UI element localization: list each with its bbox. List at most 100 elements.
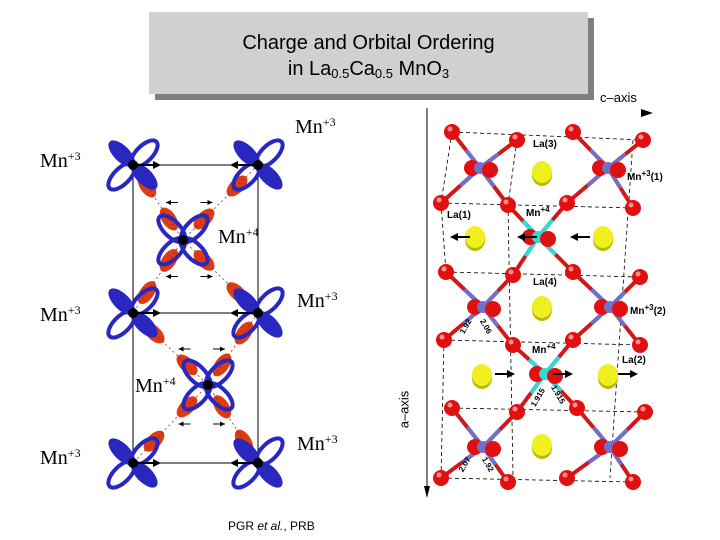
la-atom bbox=[465, 226, 485, 248]
d-orbital-lobe bbox=[233, 438, 260, 465]
apical-oxygen bbox=[547, 368, 563, 384]
oxygen-highlight bbox=[562, 472, 568, 478]
label-la2: La(2) bbox=[622, 355, 646, 366]
la-atom bbox=[532, 161, 552, 183]
label-la4: La(4) bbox=[533, 277, 557, 288]
arrowhead bbox=[220, 346, 225, 352]
oxygen-atom bbox=[565, 332, 581, 348]
oxygen-highlight bbox=[447, 126, 453, 132]
arrowhead bbox=[230, 459, 238, 467]
cell-edge bbox=[451, 407, 646, 413]
a-axis-arrowhead bbox=[424, 486, 430, 498]
oxygen-highlight bbox=[508, 339, 514, 345]
bond-line bbox=[132, 384, 209, 464]
arrowhead bbox=[207, 274, 213, 279]
oxygen-atom bbox=[433, 195, 449, 211]
d-orbital-lobe bbox=[256, 163, 283, 190]
label-mn3-mid-right: Mn+3 bbox=[297, 289, 338, 312]
arrowhead bbox=[507, 370, 515, 378]
arrowhead bbox=[153, 459, 161, 467]
label-mn4-lower: Mn+4 bbox=[135, 374, 176, 397]
bond-line bbox=[132, 312, 209, 386]
oxygen-atom bbox=[509, 404, 525, 420]
arrowhead bbox=[153, 161, 161, 169]
la-atom bbox=[593, 226, 613, 248]
arrowhead bbox=[565, 370, 573, 378]
oxygen-highlight bbox=[503, 476, 509, 482]
oxygen-atom bbox=[500, 474, 516, 490]
oxygen-atom bbox=[500, 197, 516, 213]
la-atom bbox=[532, 434, 552, 456]
label-mn4-top: Mn+4 bbox=[526, 205, 550, 220]
cell-edge bbox=[445, 271, 641, 278]
oxygen-highlight bbox=[568, 126, 574, 132]
d-orbital-lobe bbox=[256, 461, 283, 488]
oxygen-highlight bbox=[508, 269, 514, 275]
label-mn4-upper: Mn+4 bbox=[218, 225, 259, 248]
oxygen-atom bbox=[565, 124, 581, 140]
arrowhead bbox=[178, 421, 184, 427]
oxygen-highlight bbox=[635, 339, 641, 345]
arrowhead bbox=[230, 309, 238, 317]
cell-edge bbox=[440, 202, 447, 273]
arrowhead bbox=[207, 200, 213, 205]
a-axis-label: a–axis bbox=[396, 390, 412, 429]
oxygen-highlight bbox=[628, 476, 634, 482]
title-box: Charge and Orbital Ordering in La0.5Ca0.… bbox=[149, 12, 588, 94]
d-orbital-lobe bbox=[233, 288, 260, 315]
oxygen-atom bbox=[444, 400, 460, 416]
arrowhead bbox=[570, 233, 578, 241]
oxygen-orbital bbox=[226, 175, 248, 197]
apical-oxygen bbox=[540, 231, 556, 247]
oxygen-atom bbox=[559, 470, 575, 486]
la-atom bbox=[532, 296, 552, 318]
label-mn3-top-left: Mn+3 bbox=[40, 149, 81, 172]
oxygen-atom bbox=[637, 404, 653, 420]
oxygen-atom bbox=[632, 337, 648, 353]
d-orbital-lobe bbox=[131, 461, 158, 488]
cell-edge bbox=[440, 131, 453, 204]
apical-oxygen bbox=[485, 441, 501, 457]
oxygen-atom bbox=[635, 132, 651, 148]
oxygen-atom bbox=[505, 267, 521, 283]
oxygen-atom bbox=[559, 195, 575, 211]
arrowhead bbox=[178, 346, 184, 352]
arrowhead bbox=[166, 200, 171, 205]
d-orbital-lobe bbox=[256, 311, 283, 338]
cell-edge bbox=[507, 139, 518, 206]
d-orbital-lobe bbox=[131, 163, 158, 190]
apical-oxygen bbox=[482, 162, 498, 178]
label-mn3-top-right: Mn+3 bbox=[295, 115, 336, 138]
cell-edge bbox=[443, 339, 641, 346]
oxygen-atom bbox=[505, 337, 521, 353]
arrowhead bbox=[450, 233, 458, 241]
cell-edge bbox=[451, 131, 644, 141]
apical-oxygen bbox=[612, 301, 628, 317]
la-atom bbox=[472, 364, 492, 386]
c-axis-label: c–axis bbox=[600, 90, 637, 105]
apical-oxygen bbox=[610, 162, 626, 178]
label-mn4-bottom: Mn+4 bbox=[532, 342, 556, 357]
oxygen-highlight bbox=[439, 334, 445, 340]
apical-oxygen bbox=[485, 301, 501, 317]
oxygen-highlight bbox=[635, 271, 641, 277]
arrowhead bbox=[517, 233, 525, 241]
oxygen-atom bbox=[569, 400, 585, 416]
oxygen-highlight bbox=[562, 197, 568, 203]
oxygen-highlight bbox=[568, 266, 574, 272]
oxygen-highlight bbox=[447, 402, 453, 408]
cell-edge bbox=[440, 477, 634, 483]
c-axis-arrowhead bbox=[641, 109, 653, 117]
arrowhead bbox=[220, 421, 225, 427]
oxygen-highlight bbox=[638, 134, 644, 140]
label-mn3-2: Mn+3(2) bbox=[630, 303, 666, 318]
arrowhead bbox=[230, 161, 238, 169]
oxygen-highlight bbox=[503, 199, 509, 205]
d-orbital-lobe bbox=[108, 140, 135, 167]
oxygen-atom bbox=[625, 200, 641, 216]
label-la1: La(1) bbox=[447, 210, 471, 221]
mn-ion bbox=[178, 235, 188, 245]
title-line-2: in La0.5Ca0.5 MnO3 bbox=[287, 58, 450, 81]
oxygen-highlight bbox=[512, 406, 518, 412]
